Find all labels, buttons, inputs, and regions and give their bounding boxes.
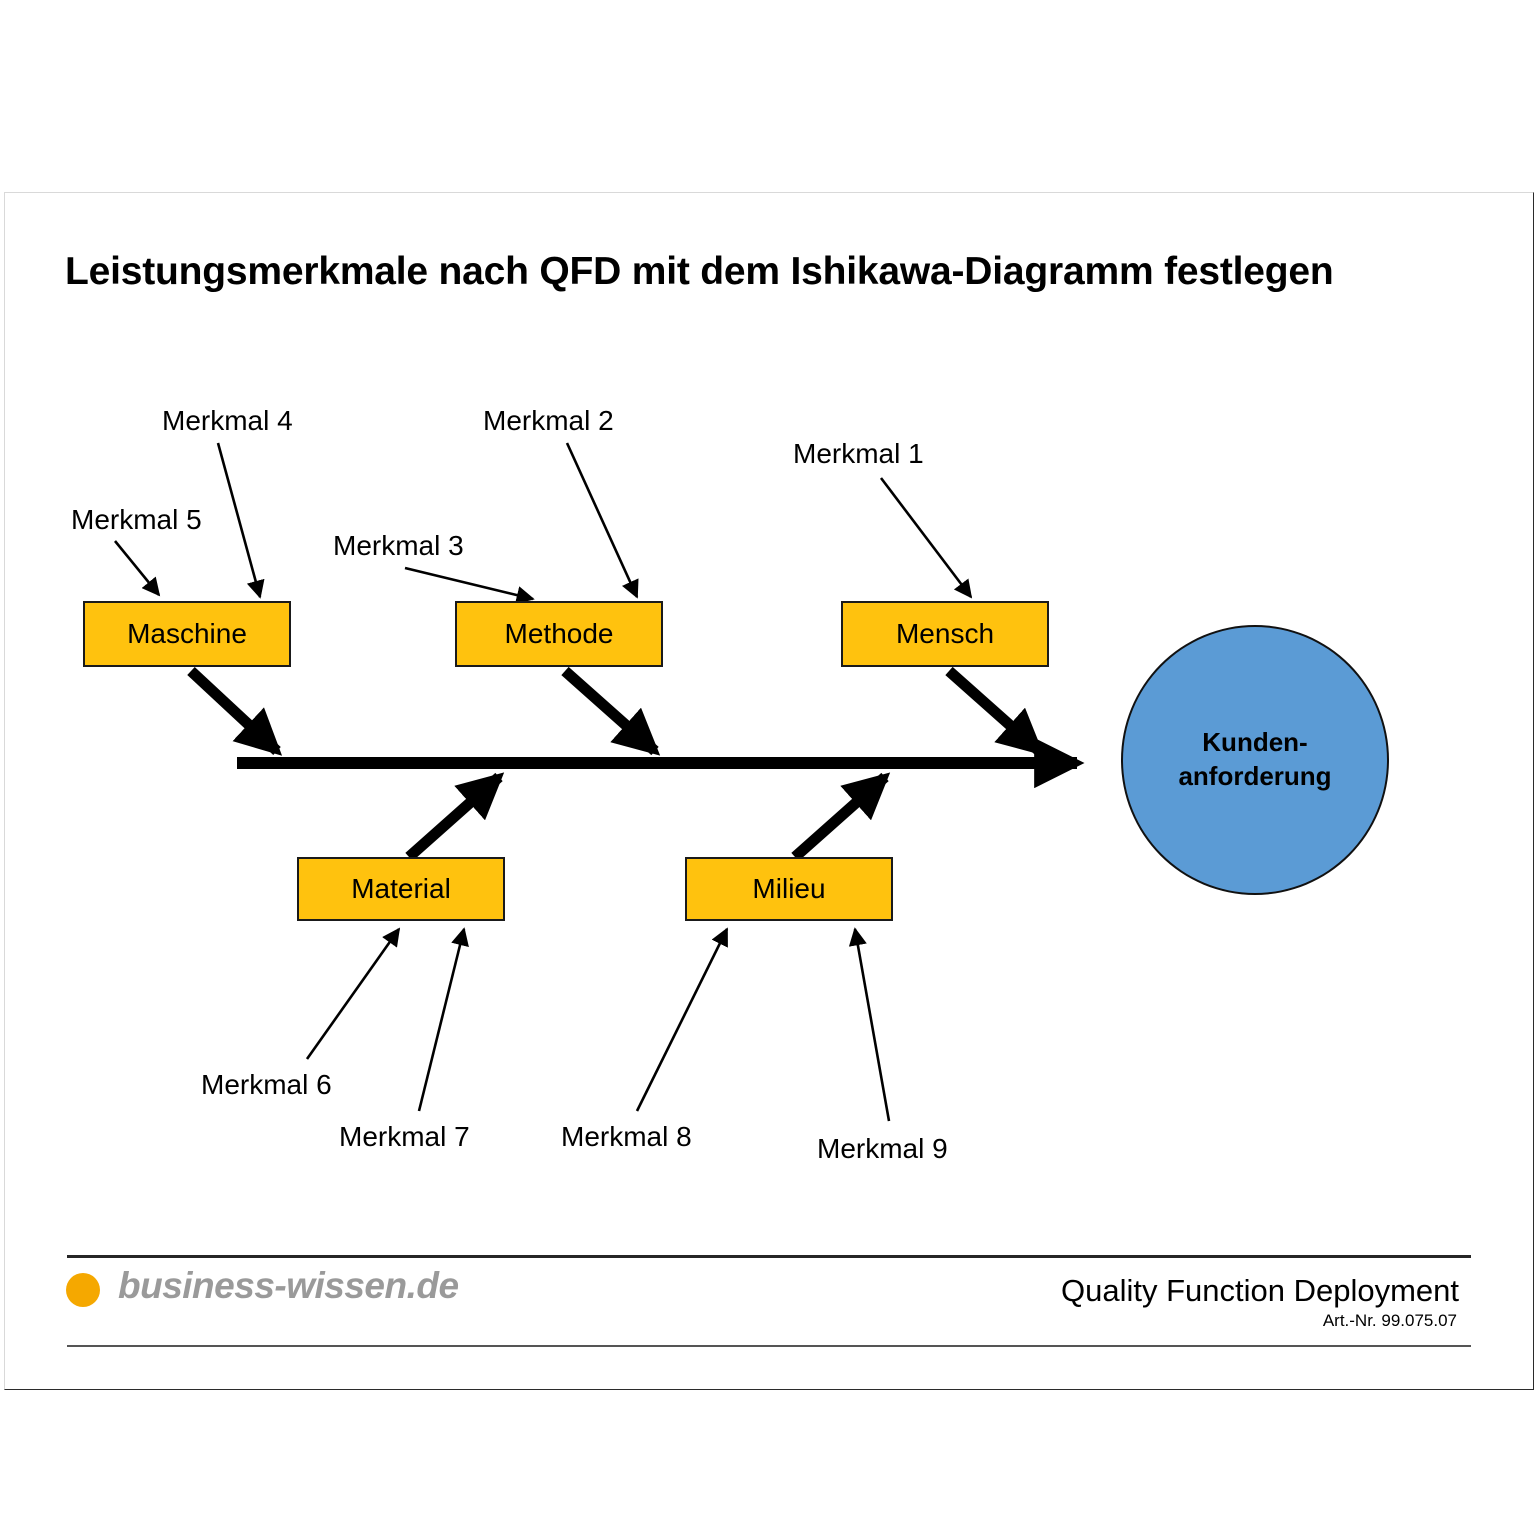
footer-divider-top [67,1255,1471,1258]
category-box-material[interactable]: Material [297,857,505,921]
category-box-methode[interactable]: Methode [455,601,663,667]
cause-label-merkmal-5[interactable]: Merkmal 5 [71,504,202,535]
cause-label-merkmal-9[interactable]: Merkmal 9 [817,1133,948,1164]
cause-arrow-merkmal-2 [565,442,639,599]
footer-art-nr: Art.-Nr. 99.075.07 [1322,1311,1457,1330]
cause-arrow-merkmal-9 [848,927,891,1122]
cause-arrow-merkmal-4 [216,442,265,599]
cause-label-merkmal-6[interactable]: Merkmal 6 [201,1069,332,1100]
footer-doc-title: Quality Function Deployment [1060,1273,1459,1308]
rib-milieu [791,772,891,862]
slide-frame: Leistungsmerkmale nach QFD mit dem Ishik… [4,192,1534,1390]
logo-text[interactable]: business-wissen.de [118,1265,459,1306]
page-title: Leistungsmerkmale nach QFD mit dem Ishik… [65,250,1334,293]
effect-label-line1: Kunden- [1202,727,1308,758]
cause-label-merkmal-8[interactable]: Merkmal 8 [561,1121,692,1152]
cause-arrow-merkmal-7 [417,927,469,1112]
cause-arrow-merkmal-1 [879,477,973,599]
cause-label-merkmal-4[interactable]: Merkmal 4 [162,405,293,436]
cause-arrow-merkmal-5 [113,540,161,597]
rib-mensch [945,666,1045,756]
cause-arrow-merkmal-6 [305,927,401,1060]
logo-dot-icon [66,1273,100,1307]
category-box-mensch[interactable]: Mensch [841,601,1049,667]
ishikawa-diagram-canvas [113,442,1085,1122]
rib-material [405,772,505,862]
cause-label-merkmal-3[interactable]: Merkmal 3 [333,530,464,561]
cause-arrow-merkmal-3 [404,566,535,604]
effect-label-line2: anforderung [1178,761,1332,791]
cause-label-merkmal-7[interactable]: Merkmal 7 [339,1121,470,1152]
cause-arrow-merkmal-8 [635,927,729,1112]
category-box-milieu[interactable]: Milieu [685,857,893,921]
cause-label-merkmal-2[interactable]: Merkmal 2 [483,405,614,436]
cause-label-merkmal-1[interactable]: Merkmal 1 [793,438,924,469]
effect-circle-kundenanforderung[interactable]: Kunden- anforderung [1121,625,1389,895]
category-box-maschine[interactable]: Maschine [83,601,291,667]
footer-divider-bottom [67,1345,1471,1347]
rib-maschine [187,666,283,756]
rib-methode [561,666,661,756]
